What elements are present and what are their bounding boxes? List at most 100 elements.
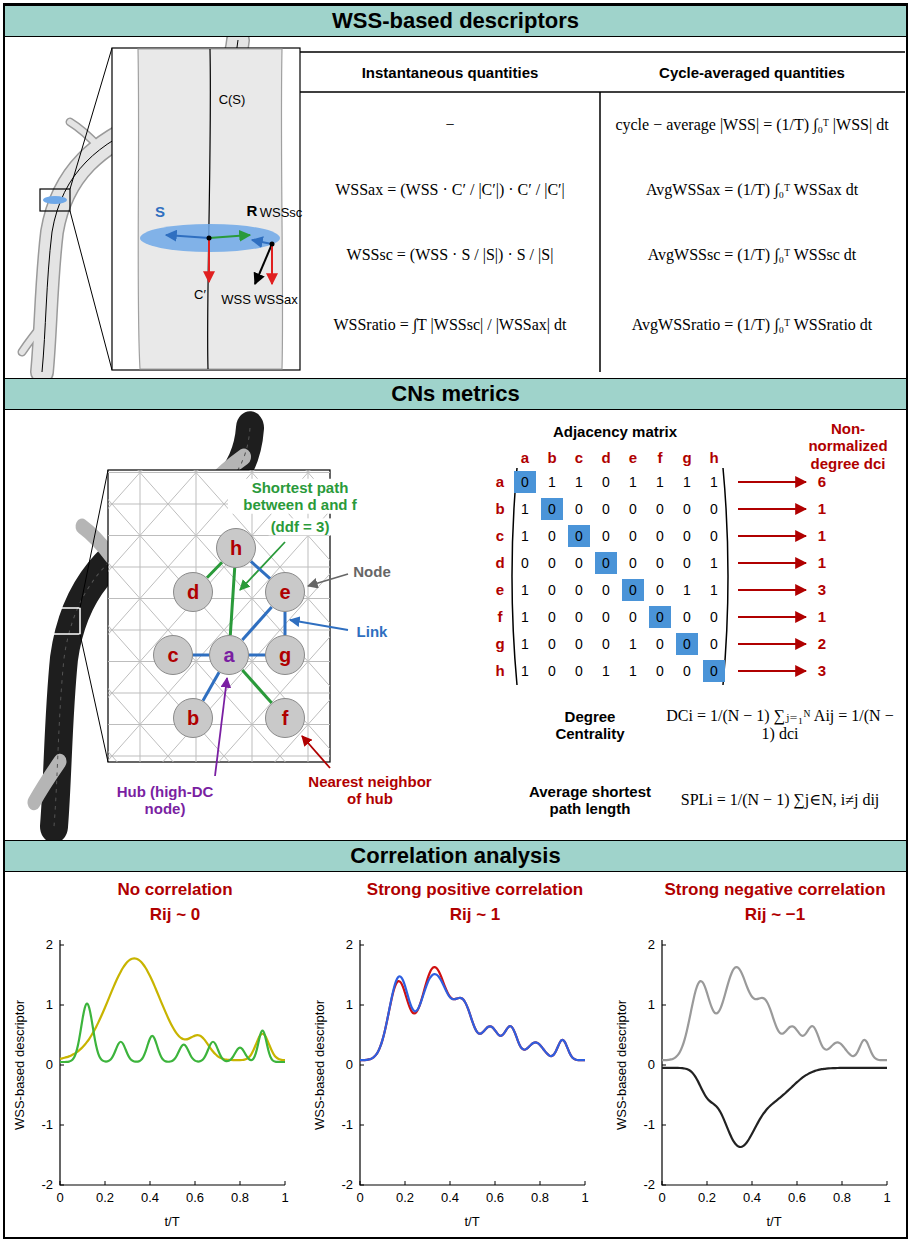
matrix-diagonal-part bbox=[738, 562, 806, 564]
correlation-plots-part bbox=[662, 945, 666, 946]
matrix-cell: 0 bbox=[521, 555, 529, 571]
matrix-cell: 0 bbox=[656, 501, 664, 517]
network-node: a bbox=[209, 635, 249, 675]
matrix-cell: 0 bbox=[602, 474, 610, 490]
matrix-title: Non-normalized degree dci bbox=[793, 420, 903, 472]
matrix-brackets-part bbox=[723, 468, 728, 685]
network-link bbox=[251, 561, 270, 578]
vector-label: WSS bbox=[221, 293, 251, 308]
matrix-cell: 0 bbox=[710, 501, 718, 517]
axis-label: WSS-based descriptor bbox=[313, 1000, 328, 1130]
matrix-cell: 0 bbox=[548, 582, 556, 598]
plot-title: Strong negative correlation bbox=[664, 880, 885, 900]
leader-arrows-part bbox=[290, 620, 348, 630]
network-node: f bbox=[265, 698, 305, 738]
correlation-plots-part bbox=[60, 1125, 64, 1126]
column-header: Cycle-averaged quantities bbox=[659, 64, 845, 81]
node-letter: h bbox=[230, 537, 242, 560]
correlation-plots-part bbox=[60, 945, 64, 946]
correlation-plots-part bbox=[360, 967, 585, 1060]
plot-title: No correlation bbox=[117, 880, 232, 900]
vessel-model-part bbox=[70, 122, 100, 148]
matrix-cell: 0 bbox=[683, 555, 691, 571]
vector-label: WSSsc bbox=[260, 206, 303, 221]
matrix-cell: 0 bbox=[575, 501, 583, 517]
matrix-diagonal-part bbox=[622, 579, 644, 601]
axis-label: 1 bbox=[46, 998, 53, 1013]
matrix-diagonal-part bbox=[703, 660, 725, 682]
formula: AvgWSSratio = (1/T) ∫₀ᵀ WSSratio dt bbox=[607, 316, 897, 334]
descriptor-table-part bbox=[599, 92, 601, 372]
matrix-diagonal-part bbox=[738, 616, 806, 618]
correlation-plots-part bbox=[60, 940, 285, 1185]
network-link bbox=[242, 670, 271, 703]
correlation-plots-part bbox=[842, 1181, 843, 1185]
matrix-index: c bbox=[496, 527, 504, 544]
zoom-inset-part bbox=[208, 49, 211, 369]
axis-label: -2 bbox=[643, 1178, 655, 1193]
matrix-cell: 0 bbox=[683, 501, 691, 517]
matrix-diagonal-part bbox=[568, 525, 590, 547]
matrix-diagonal-part bbox=[541, 498, 563, 520]
matrix-diagonal-part bbox=[738, 643, 806, 645]
callout-label: Node bbox=[353, 563, 391, 580]
degree-value: 3 bbox=[818, 581, 826, 598]
matrix-diagonal-part bbox=[595, 552, 617, 574]
matrix-cell: 0 bbox=[683, 609, 691, 625]
network-link bbox=[284, 612, 287, 635]
axis-label: -1 bbox=[41, 1118, 53, 1133]
node-letter: d bbox=[187, 581, 199, 604]
node-letter: a bbox=[223, 644, 234, 667]
axis-label: 0.8 bbox=[531, 1191, 549, 1206]
correlation-plots-part bbox=[752, 1181, 753, 1185]
network-node: b bbox=[173, 698, 213, 738]
correlation-plots-part bbox=[150, 1181, 151, 1185]
matrix-cell: 0 bbox=[629, 609, 637, 625]
network-link bbox=[203, 672, 219, 700]
degree-value: 3 bbox=[818, 662, 826, 679]
axis-label: WSS-based descriptor bbox=[13, 1000, 28, 1130]
vessel-model-part bbox=[70, 122, 100, 148]
matrix-index: d bbox=[601, 449, 610, 466]
zoom-inset-part bbox=[270, 242, 275, 247]
axis-label: 0 bbox=[658, 1191, 665, 1206]
matrix-cell: 0 bbox=[575, 555, 583, 571]
matrix-diagonal-part bbox=[649, 606, 671, 628]
axis-label: 0 bbox=[648, 1058, 655, 1073]
formula: AvgWSSsc = (1/T) ∫₀ᵀ WSSsc dt bbox=[607, 246, 897, 264]
matrix-diagonal-part bbox=[738, 589, 806, 591]
degree-value: 1 bbox=[818, 608, 826, 625]
matrix-cell: 0 bbox=[575, 663, 583, 679]
correlation-plots-part bbox=[405, 1181, 406, 1185]
matrix-index: h bbox=[495, 662, 504, 679]
matrix-index: e bbox=[629, 449, 637, 466]
correlation-plots-part bbox=[495, 1181, 496, 1185]
correlation-plots-part bbox=[360, 1125, 364, 1126]
leader-arrows-part bbox=[302, 736, 330, 768]
matrix-cell: 1 bbox=[629, 474, 637, 490]
matrix-cell: 0 bbox=[683, 636, 691, 652]
zoom-inset-part bbox=[208, 238, 210, 282]
mesh-inset bbox=[52, 470, 330, 762]
matrix-cell: 0 bbox=[548, 501, 556, 517]
plot-title: Rij ~ −1 bbox=[745, 905, 805, 925]
matrix-index: b bbox=[495, 500, 504, 517]
formula: − bbox=[445, 116, 454, 134]
zoom-inset-part bbox=[166, 235, 209, 238]
matrix-cell: 1 bbox=[629, 663, 637, 679]
section-header: Correlation analysis bbox=[5, 840, 906, 872]
matrix-cell: 1 bbox=[656, 474, 664, 490]
matrix-index: f bbox=[498, 608, 503, 625]
axis-label: -1 bbox=[341, 1118, 353, 1133]
formula: WSSratio = ∫T |WSSsc| / |WSSax| dt bbox=[310, 316, 590, 334]
degree-value: 1 bbox=[818, 554, 826, 571]
matrix-cell: 0 bbox=[656, 528, 664, 544]
axis-label: 2 bbox=[648, 938, 655, 953]
zoom-inset-part bbox=[271, 244, 273, 284]
network-link bbox=[230, 568, 234, 635]
correlation-plots-part bbox=[105, 1181, 106, 1185]
axis-label: 0.4 bbox=[141, 1191, 159, 1206]
axis-label: WSS-based descriptor bbox=[615, 1000, 630, 1130]
matrix-title: Adjacency matrix bbox=[553, 423, 677, 440]
correlation-plots-part bbox=[60, 1181, 61, 1185]
